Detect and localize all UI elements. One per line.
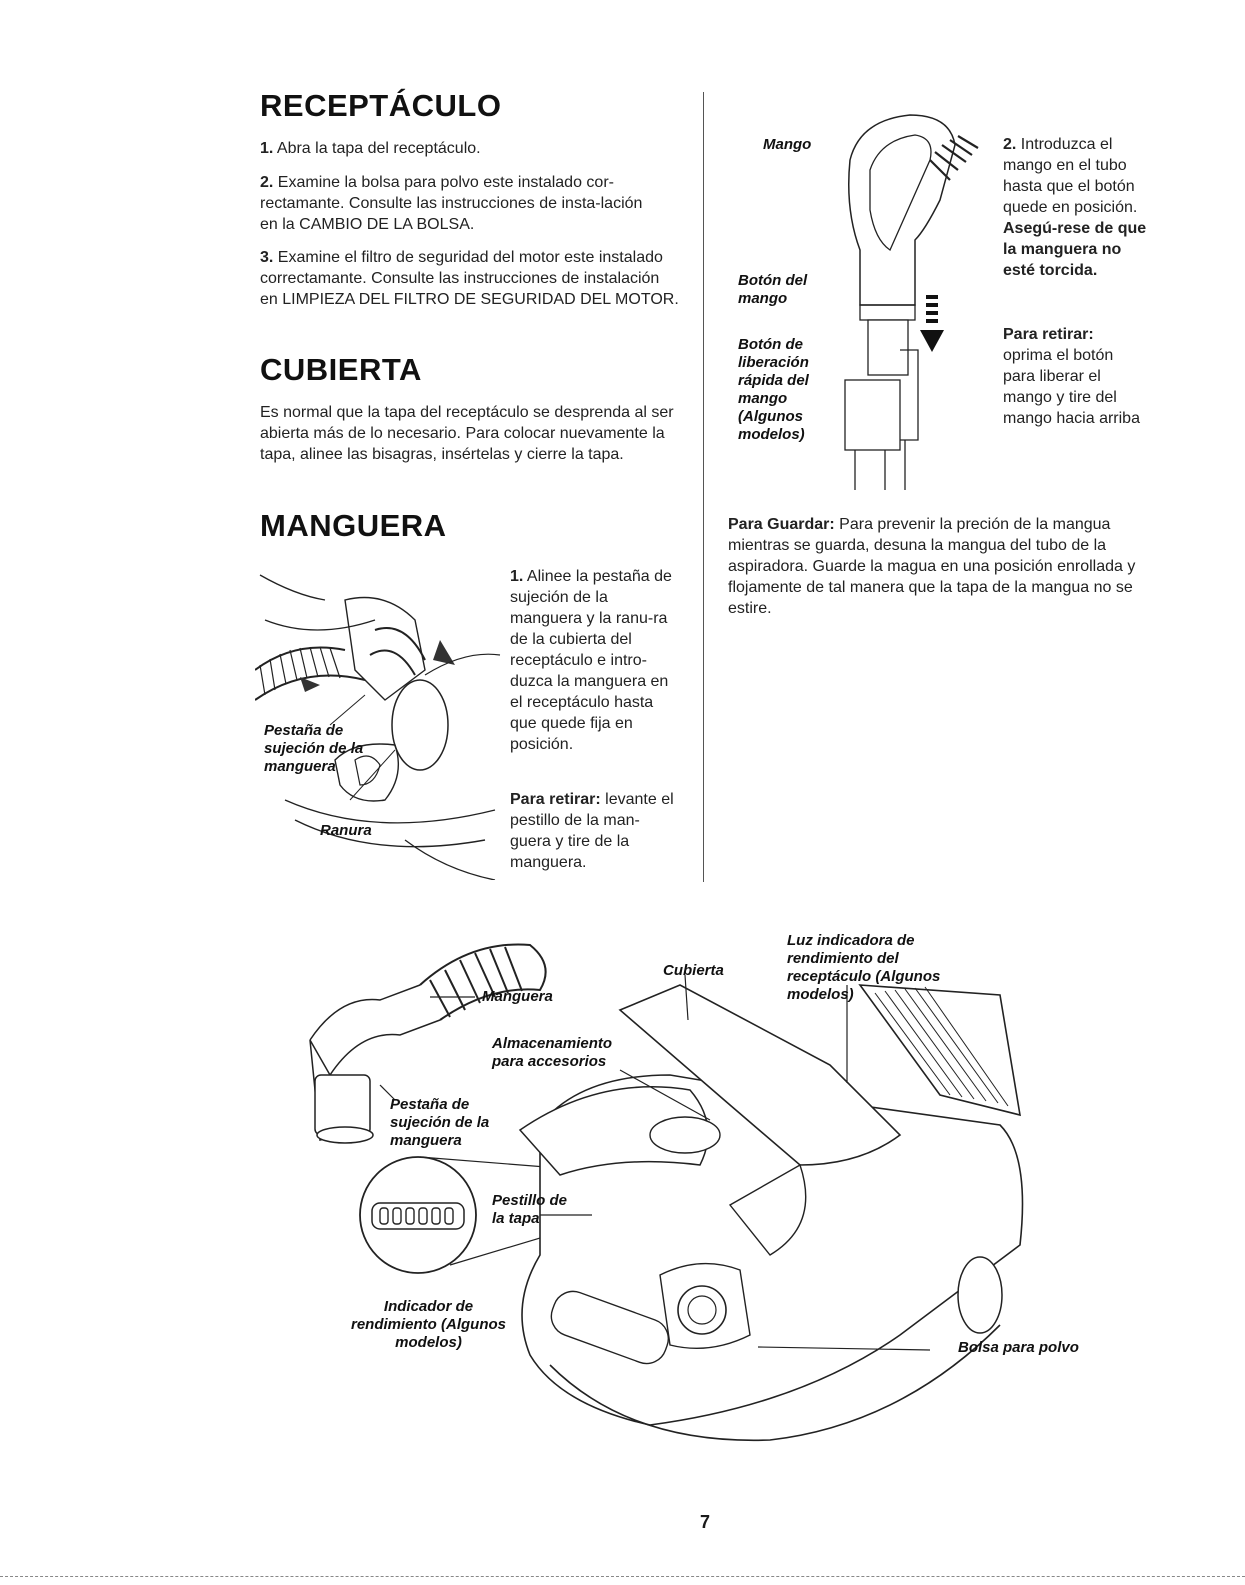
label-ranura: Ranura — [320, 822, 372, 839]
receptaculo-step-2: 2. Examine la bolsa para polvo este inst… — [260, 174, 643, 233]
manguera-retirar: Para retirar: levante el pestillo de la … — [510, 791, 674, 871]
label-indicador: Indicador de rendimiento (Algunos modelo… — [351, 1298, 506, 1351]
label-almacenamiento: Almacenamiento para accesorios — [492, 1035, 613, 1070]
page-number: 7 — [700, 1512, 711, 1532]
label-cubierta: Cubierta — [663, 962, 724, 979]
label-boton-liberacion: Botón de liberación rápida del mango (Al… — [738, 336, 809, 443]
receptaculo-step-1: 1. Abra la tapa del receptáculo. — [260, 140, 481, 157]
handle-figure — [844, 114, 979, 490]
label-pestana-diagram: Pestaña de sujeción de la manguera — [390, 1096, 490, 1149]
label-boton-mango: Botón del mango — [738, 272, 808, 307]
label-luz-indicadora: Luz indicadora de rendimiento del recept… — [787, 932, 941, 1003]
cubierta-text: Es normal que la tapa del receptáculo se… — [260, 404, 674, 463]
column-divider — [703, 92, 704, 882]
bottom-rule — [0, 1576, 1245, 1577]
mango-retirar: Para retirar: oprima el botón para liber… — [1003, 326, 1140, 427]
label-pestillo: Pestillo de la tapa — [492, 1192, 568, 1227]
receptaculo-step-3: 3. Examine el filtro de seguridad del mo… — [260, 249, 679, 308]
mango-step-2: 2. Introduzca el mango en el tubo hasta … — [1003, 136, 1147, 279]
label-bolsa: Bolsa para polvo — [958, 1339, 1079, 1356]
label-mango: Mango — [763, 136, 812, 153]
vacuum-diagram — [309, 943, 1024, 1442]
manguera-step-1: 1. Alinee la pestaña de sujeción de la m… — [510, 568, 672, 753]
receptaculo-title: RECEPTÁCULO — [260, 88, 502, 123]
guardar-text: Para Guardar: Para prevenir la preción d… — [728, 516, 1136, 617]
hose-insertion-figure — [255, 574, 501, 880]
label-pestana-sujecion: Pestaña de sujeción de la manguera — [264, 722, 364, 775]
manguera-title: MANGUERA — [260, 508, 447, 543]
cubierta-title: CUBIERTA — [260, 352, 422, 387]
label-manguera: Manguera — [482, 988, 553, 1005]
